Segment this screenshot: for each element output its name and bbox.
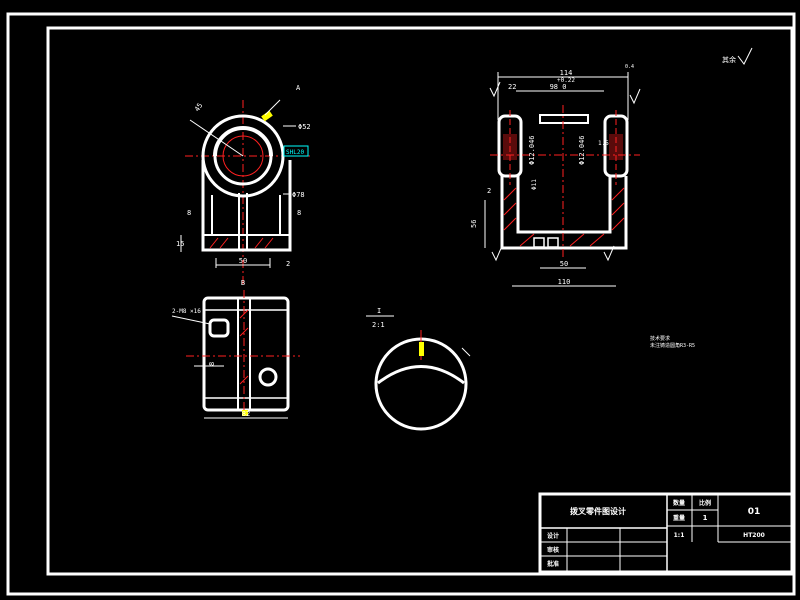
svg-text:8: 8 (297, 209, 301, 217)
detail-label-top: I (377, 307, 381, 315)
front-side-dim: Φ78 (292, 191, 305, 199)
plan-view (171, 290, 300, 419)
title-label-weight: 重量 (673, 514, 685, 522)
section-base-inner: 50 (560, 260, 568, 268)
svg-text:B: B (241, 279, 245, 287)
detail-view (366, 315, 471, 431)
title-row-design: 设计 (547, 532, 559, 540)
sheet-outer-border (6, 12, 796, 596)
front-angle-dim: 45 (193, 102, 204, 114)
plan-left-dim: 8 (208, 362, 216, 366)
roughness-symbol (737, 47, 753, 65)
section-vert-left: Φ12.046 (528, 135, 536, 165)
front-cyan-label: SHL20 (286, 149, 304, 156)
title-scale: 1:1 (674, 532, 685, 539)
section-height: 56 (470, 220, 478, 228)
section-base-total: 110 (558, 278, 571, 286)
front-base-height: 15 (176, 240, 184, 248)
section-tolerance: +0.22 (557, 77, 575, 84)
plan-note-label: 2-M8 ×16 (172, 308, 201, 315)
section-hole-label: Φ11 (531, 179, 538, 190)
section-view (484, 72, 641, 287)
title-qty: 1 (703, 514, 708, 522)
front-view: 8 8 B A (180, 84, 310, 287)
section-left-gap: 22 (508, 83, 516, 91)
front-small-dim: 2 (286, 260, 290, 268)
front-base-width: 50 (239, 257, 247, 265)
section-right-gap: 1.5 (598, 140, 609, 147)
tech-note-line1: 技术要求 (650, 335, 670, 342)
svg-text:8: 8 (187, 209, 191, 217)
section-inner-width: 98 0 (550, 83, 567, 91)
tech-note-line2: 未注铸造圆角R3-R5 (650, 342, 695, 349)
title-part-name: 拨叉零件图设计 (570, 506, 626, 516)
svg-text:A: A (296, 84, 301, 92)
section-vert-right: Φ12.046 (578, 135, 586, 165)
roughness-note: 其余 (722, 55, 736, 64)
title-label-scale: 比例 (699, 499, 711, 507)
detail-label-bottom: 2:1 (372, 321, 385, 329)
drawing-frame (46, 26, 794, 576)
section-left-tol: 0.4 (625, 64, 634, 70)
title-row-review: 审核 (547, 546, 559, 554)
section-overall-top: 114 (560, 69, 573, 77)
front-circle-dim: Φ52 (298, 123, 311, 131)
title-material: HT200 (743, 532, 765, 539)
title-row-approve: 批准 (547, 560, 559, 568)
plan-width: 82 (242, 410, 250, 418)
title-block (538, 492, 794, 574)
section-small-label: 2 (487, 187, 491, 195)
title-drawing-no: 01 (748, 507, 761, 517)
title-label-qty: 数量 (673, 499, 685, 507)
